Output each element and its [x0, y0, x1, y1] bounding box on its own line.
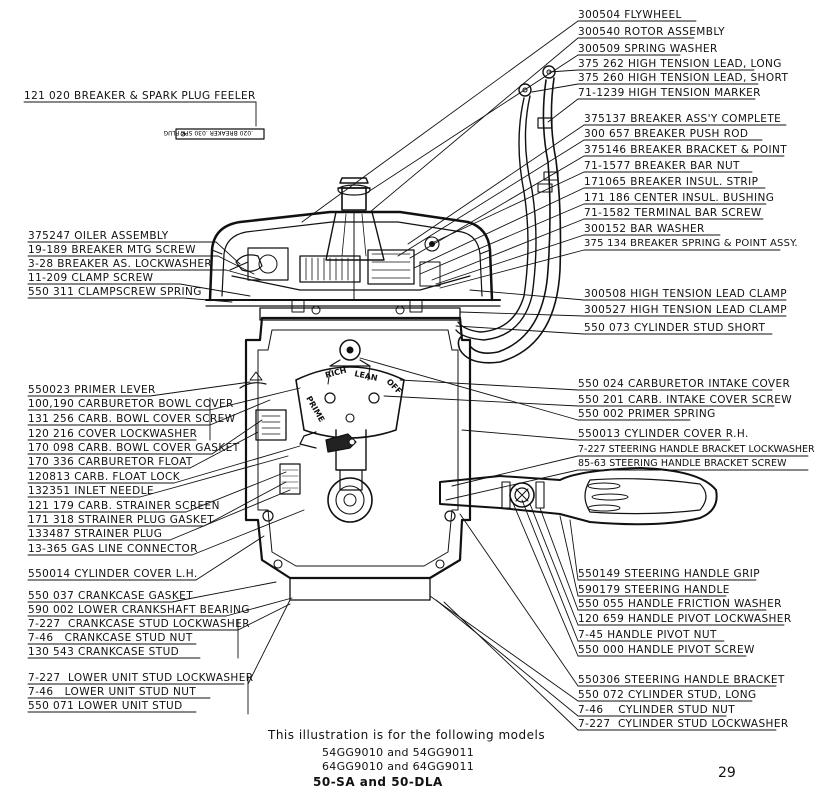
label-rotor-assembly: 300540 ROTOR ASSEMBLY: [578, 26, 725, 38]
leader-lines: [23, 20, 809, 731]
label-strainer-plug-gasket: 171 318 STRAINER PLUG GASKET: [28, 514, 215, 526]
label-breaker-spring-point-assy: 375 134 BREAKER SPRING & POINT ASSY.: [584, 238, 798, 249]
label-carb-intake-cover-screw: 550 201 CARB. INTAKE COVER SCREW: [578, 394, 793, 406]
label-high-tension-lead-clamp-2: 300527 HIGH TENSION LEAD CLAMP: [584, 304, 788, 316]
label-spring-washer: 300509 SPRING WASHER: [578, 43, 718, 55]
label-high-tension-lead-clamp-1: 300508 HIGH TENSION LEAD CLAMP: [584, 288, 788, 300]
label-steering-handle-bracket-screw: 85-63 STEERING HANDLE BRACKET SCREW: [578, 458, 787, 469]
caption-line-4: 50-SA and 50-DLA: [313, 775, 443, 789]
label-breaker-mtg-screw: 19-189 BREAKER MTG SCREW: [28, 244, 196, 256]
label-handle-pivot-lockwasher: 120 659 HANDLE PIVOT LOCKWASHER: [578, 613, 792, 625]
label-primer-lever: 550023 PRIMER LEVER: [28, 384, 156, 396]
label-lower-unit-stud: 550 071 LOWER UNIT STUD: [28, 700, 183, 712]
label-carb-bowl-cover-screw: 131 256 CARB. BOWL COVER SCREW: [28, 413, 236, 425]
label-cover-lockwasher: 120 216 COVER LOCKWASHER: [28, 428, 198, 440]
label-flywheel: 300504 FLYWHEEL: [578, 9, 682, 21]
label-lower-unit-stud-nut: 7-46 LOWER UNIT STUD NUT: [28, 686, 197, 698]
label-crankcase-stud: 130 543 CRANKCASE STUD: [28, 646, 180, 658]
label-oiler-assembly: 375247 OILER ASSEMBLY: [28, 230, 169, 242]
label-steering-handle-grip: 550149 STEERING HANDLE GRIP: [578, 568, 761, 580]
label-cylinder-stud-lockwasher: 7-227 CYLINDER STUD LOCKWASHER: [578, 718, 789, 730]
label-steering-handle-bracket-lockwasher: 7-227 STEERING HANDLE BRACKET LOCKWASHER: [578, 444, 815, 455]
label-carb-bowl-cover-gasket: 170 098 CARB. BOWL COVER GASKET: [28, 442, 240, 454]
label-cylinder-stud-short: 550 073 CYLINDER STUD SHORT: [584, 322, 766, 334]
label-carburetor-intake-cover: 550 024 CARBURETOR INTAKE COVER: [578, 378, 791, 390]
label-inlet-needle: 132351 INLET NEEDLE: [28, 485, 154, 497]
label-primer-spring: 550 002 PRIMER SPRING: [578, 408, 716, 420]
carburetor: [239, 339, 405, 523]
label-breaker-push-rod: 300 657 BREAKER PUSH ROD: [584, 128, 749, 140]
label-carburetor-bowl-cover: 100,190 CARBURETOR BOWL COVER: [28, 398, 234, 410]
caption-line-1: This illustration is for the following m…: [268, 728, 546, 742]
label-breaker-assy-complete: 375137 BREAKER ASS'Y COMPLETE: [584, 113, 782, 125]
label-carb-float-lock: 120813 CARB. FLOAT LOCK: [28, 471, 180, 483]
label-cylinder-cover-rh: 550013 CYLINDER COVER R.H.: [578, 428, 749, 440]
label-cylinder-stud-long: 550 072 CYLINDER STUD, LONG: [578, 689, 757, 701]
breaker-spark-plug-feeler: [175, 128, 265, 140]
rotor-assembly: [231, 177, 471, 301]
carb-lean-text: LEAN: [354, 369, 379, 383]
feeler-text: .020 BREAKER .030 SPK PLUG: [163, 129, 253, 136]
cylinder-body: [244, 299, 472, 601]
label-breaker-as-lockwasher: 3-28 BREAKER AS. LOCKWASHER: [28, 258, 213, 270]
caption-line-3: 64GG9010 and 64GG9011: [322, 760, 475, 773]
label-clamp-screw: 11-209 CLAMP SCREW: [28, 272, 154, 284]
label-cylinder-cover-lh: 550014 CYLINDER COVER L.H.: [28, 568, 198, 580]
label-breaker-bar-nut: 71-1577 BREAKER BAR NUT: [584, 160, 740, 172]
label-crankcase-stud-lockwasher: 7-227 CRANKCASE STUD LOCKWASHER: [28, 618, 250, 630]
oiler-assembly: [229, 254, 263, 272]
label-gas-line-connector: 13-365 GAS LINE CONNECTOR: [28, 543, 198, 555]
label-crankcase-stud-nut: 7-46 CRANKCASE STUD NUT: [28, 632, 193, 644]
label-steering-handle: 590179 STEERING HANDLE: [578, 584, 730, 596]
label-lower-crankshaft-bearing: 590 002 LOWER CRANKSHAFT BEARING: [28, 604, 250, 616]
high-tension-leads: [455, 65, 562, 364]
label-high-tension-lead-long: 375 262 HIGH TENSION LEAD, LONG: [578, 58, 782, 70]
label-center-insul-bushing: 171 186 CENTER INSUL. BUSHING: [584, 192, 775, 204]
label-handle-pivot-nut: 7-45 HANDLE PIVOT NUT: [578, 629, 717, 641]
label-terminal-bar-screw: 71-1582 TERMINAL BAR SCREW: [584, 207, 762, 219]
label-steering-handle-bracket: 550306 STEERING HANDLE BRACKET: [578, 674, 785, 686]
label-cylinder-stud-nut: 7-46 CYLINDER STUD NUT: [578, 704, 736, 716]
label-carb-strainer-screen: 121 179 CARB. STRAINER SCREEN: [28, 500, 220, 512]
steering-handle: [439, 467, 718, 526]
carb-prime-text: PRIME: [304, 395, 326, 424]
label-handle-pivot-screw: 550 000 HANDLE PIVOT SCREW: [578, 644, 755, 656]
label-carburetor-float: 170 336 CARBURETOR FLOAT: [28, 456, 193, 468]
label-lower-unit-stud-lockwasher: 7-227 LOWER UNIT STUD LOCKWASHER: [28, 672, 254, 684]
label-strainer-plug: 133487 STRAINER PLUG: [28, 528, 163, 540]
label-clampscrew-spring: 550 311 CLAMPSCREW SPRING: [28, 286, 202, 298]
carb-rich-text: RICH: [324, 366, 347, 380]
label-breaker-spark-plug-feeler: 121 020 BREAKER & SPARK PLUG FEELER: [24, 90, 256, 102]
label-breaker-insul-strip: 171065 BREAKER INSUL. STRIP: [584, 176, 759, 188]
label-handle-friction-washer: 550 055 HANDLE FRICTION WASHER: [578, 598, 782, 610]
label-crankcase-gasket: 550 037 CRANKCASE GASKET: [28, 590, 194, 602]
caption-line-2: 54GG9010 and 54GG9011: [322, 746, 475, 759]
label-high-tension-lead-short: 375 260 HIGH TENSION LEAD, SHORT: [578, 72, 789, 84]
label-high-tension-marker: 71-1239 HIGH TENSION MARKER: [578, 87, 761, 99]
page-number: 29: [718, 765, 736, 781]
label-breaker-bracket-point: 375146 BREAKER BRACKET & POINT: [584, 144, 788, 156]
label-bar-washer: 300152 BAR WASHER: [584, 223, 705, 235]
